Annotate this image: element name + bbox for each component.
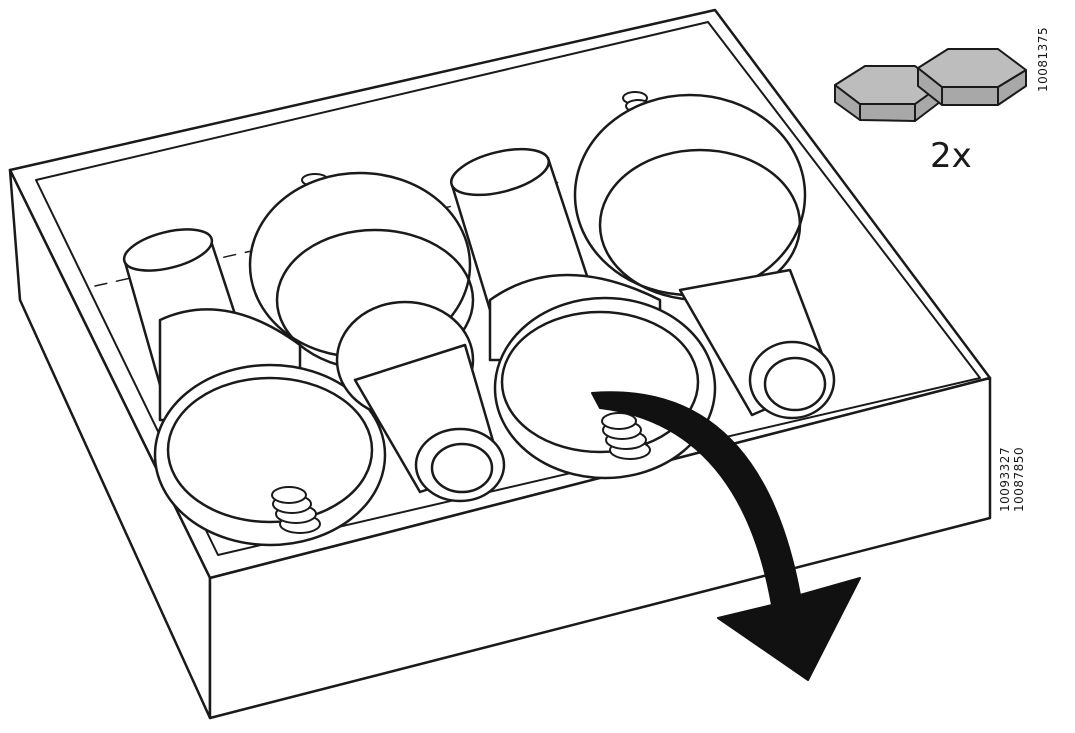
quantity-label: 2x <box>930 136 972 176</box>
furniture-leg-icon <box>449 147 717 480</box>
part-code-label: 10081375 <box>1036 26 1050 92</box>
hex-pad-icon <box>834 48 1027 122</box>
furniture-leg-icon <box>248 171 506 503</box>
part-code-label: 10093327 <box>998 446 1012 512</box>
curved-arrow-icon <box>591 391 861 681</box>
furniture-leg-icon <box>122 228 387 547</box>
furniture-leg-icon <box>573 91 836 420</box>
part-code-label: 10087850 <box>1012 446 1026 512</box>
